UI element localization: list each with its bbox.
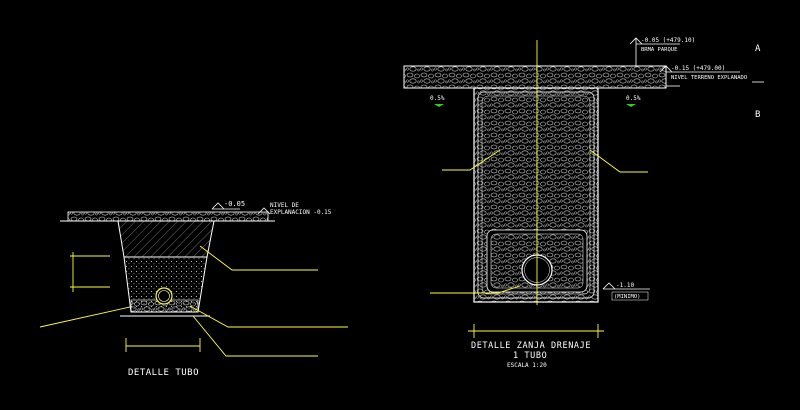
height-dimension-left xyxy=(70,252,110,292)
trench-title-line-2: 1 TUBO xyxy=(513,351,547,361)
explanation-line-2: EXPLANACION -0.15 xyxy=(270,209,332,216)
section-mark-b: B xyxy=(755,110,760,120)
trench-upper-fill xyxy=(117,220,215,258)
surface-slab xyxy=(403,65,667,89)
level-tag-left-text: -0.05 xyxy=(224,200,245,208)
bottom-level-text: -1.10 xyxy=(616,282,634,289)
level-tag-left: -0.05 xyxy=(211,200,245,210)
slope-left-text: 0.5% xyxy=(430,95,445,102)
leader-lines-left xyxy=(39,245,348,357)
level-terrain-text: -0.15 (+479.00) xyxy=(671,65,725,72)
bottom-level-note: (MINIMO) xyxy=(614,294,641,300)
width-dimension-left xyxy=(125,338,201,352)
level-top-tag: -0.05 (+479.10) BRMA PARQUE xyxy=(629,37,695,66)
level-top-note: BRMA PARQUE xyxy=(641,47,677,53)
slope-marks: 0.5% 0.5% xyxy=(430,95,641,107)
section-marks: A B xyxy=(752,44,764,120)
explanation-level-label: NIVEL DE EXPLANACION -0.15 xyxy=(257,202,332,216)
width-dimension-right xyxy=(468,324,604,338)
section-mark-a: A xyxy=(755,44,761,54)
trench-title-line-1: DETALLE ZANJA DRENAJE xyxy=(471,341,591,351)
ground-surface-left xyxy=(60,211,275,222)
trench-scale: ESCALA 1:20 xyxy=(507,362,547,369)
leader-lines-right xyxy=(430,149,648,294)
detail-drain-trench: 0.5% 0.5% -0.05 (+479.10) BRMA PARQUE xyxy=(403,37,747,369)
slope-right-text: 0.5% xyxy=(626,95,641,102)
level-terrain-note: NIVEL TERRENO EXPLANADO xyxy=(671,75,747,81)
level-top-text: -0.05 (+479.10) xyxy=(641,37,695,44)
detail-tube-title: DETALLE TUBO xyxy=(128,368,199,378)
detail-tube: -0.05 NIVEL DE EXPLANACION -0.15 DETALLE… xyxy=(39,200,348,378)
explanation-line-1: NIVEL DE xyxy=(270,202,299,209)
level-terrain-tag: -0.15 (+479.00) NIVEL TERRENO EXPLANADO xyxy=(659,65,747,87)
bottom-level-tag: -1.10 (MINIMO) xyxy=(602,282,650,301)
